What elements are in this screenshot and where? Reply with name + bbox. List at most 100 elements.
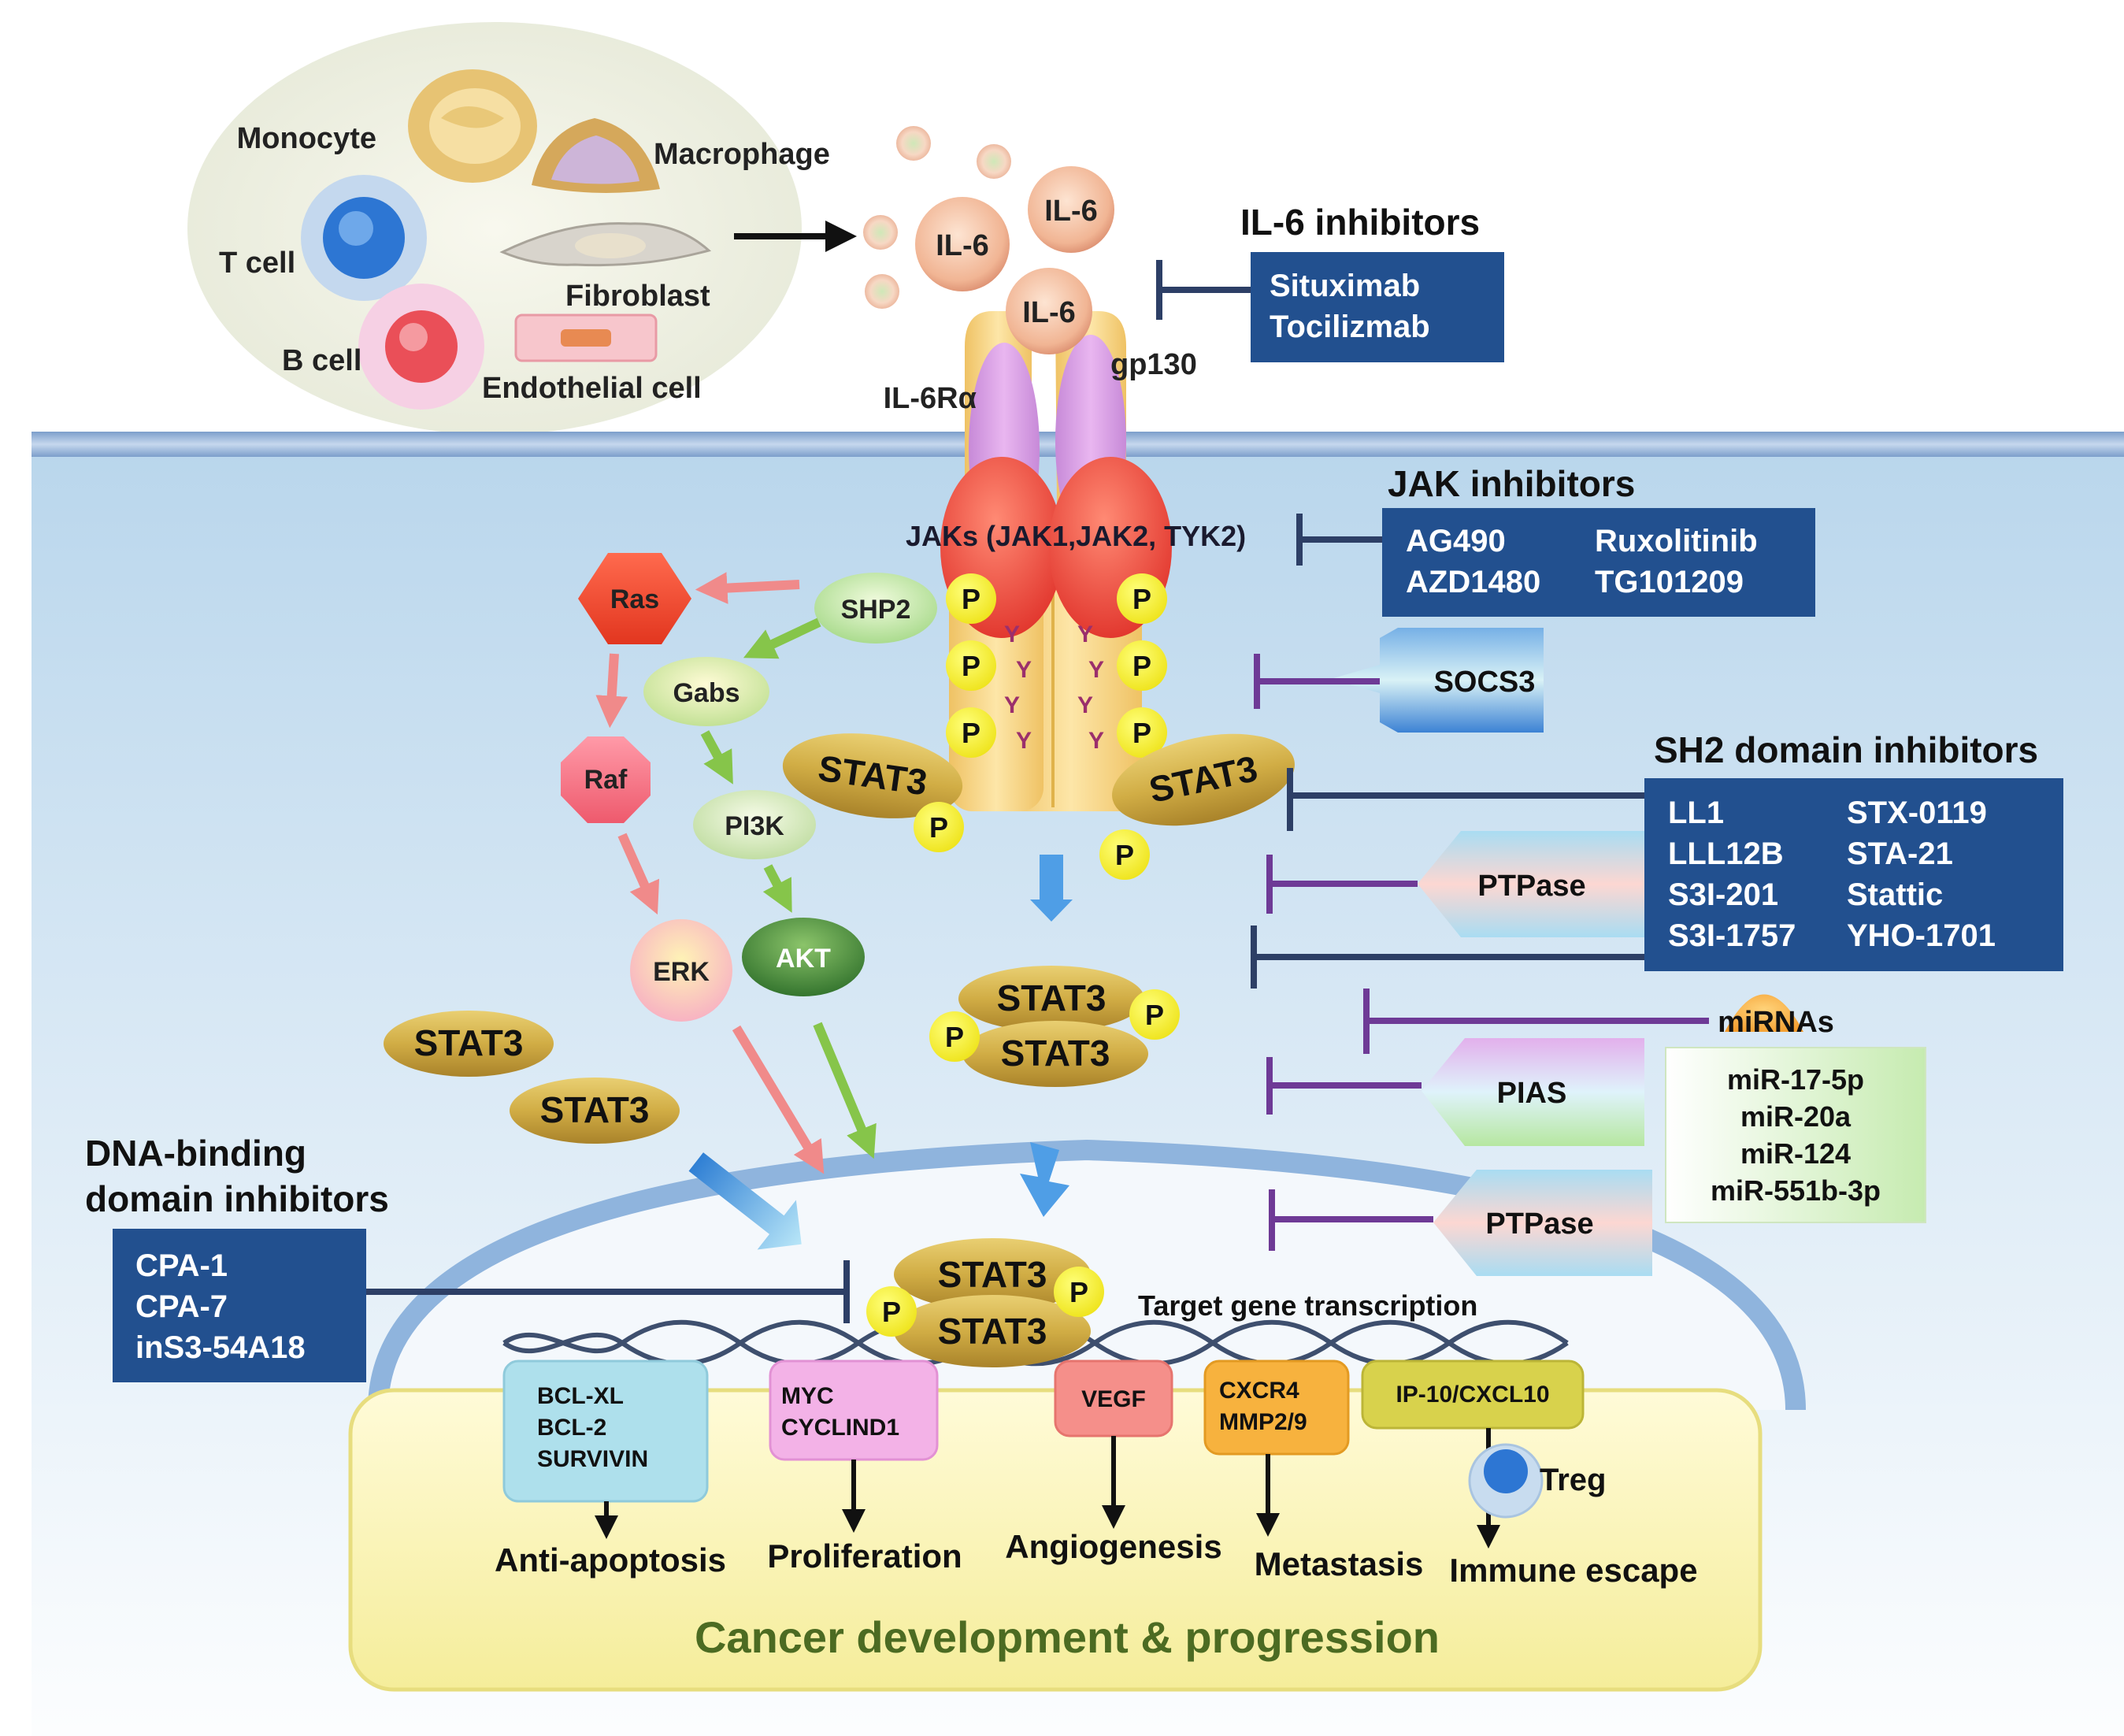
svg-text:BCL-XL: BCL-XL	[537, 1383, 624, 1409]
svg-text:P: P	[1069, 1276, 1088, 1308]
mirna-item: miR-124	[1740, 1137, 1851, 1170]
phosphate-group: P	[866, 1286, 917, 1337]
macrophage-label: Macrophage	[654, 138, 830, 171]
svg-text:IL-6: IL-6	[1044, 195, 1098, 228]
svg-text:P: P	[1132, 717, 1151, 749]
nuclear-export-arrow	[688, 1152, 802, 1250]
endothelial-cell	[514, 313, 658, 362]
stat3-docked-left: STAT3	[782, 733, 963, 818]
gene-box-metastasis: CXCR4 MMP2/9	[1203, 1359, 1350, 1456]
gp130-label: gp130	[1110, 348, 1197, 381]
dna-inhibitor-item: CPA-1	[135, 1248, 228, 1283]
treg-label: Treg	[1540, 1463, 1606, 1497]
dna-inhibition-bar	[366, 1260, 850, 1323]
raf-node: Raf	[561, 736, 651, 823]
endothelial-label: Endothelial cell	[482, 372, 702, 405]
svg-text:P: P	[962, 583, 980, 615]
phosphate-group: P	[1129, 989, 1180, 1040]
svg-text:STAT3: STAT3	[540, 1089, 650, 1130]
sh2-inhibitor-item: LLL12B	[1668, 836, 1784, 871]
svg-text:PTPase: PTPase	[1485, 1207, 1593, 1241]
svg-text:P: P	[962, 650, 980, 682]
svg-text:SURVIVIN: SURVIVIN	[537, 1446, 648, 1472]
outcome-metastasis: Metastasis	[1255, 1545, 1424, 1582]
phosphate-group: P	[1117, 573, 1167, 624]
sh2-inhibitor-item: Stattic	[1847, 877, 1943, 912]
macrophage-cell	[532, 118, 660, 193]
jak-inhibition-bar	[1296, 514, 1382, 566]
phosphate-group: P	[946, 573, 996, 624]
il6-inhibitor-item: Situximab	[1270, 269, 1420, 303]
svg-text:STAT3: STAT3	[997, 977, 1106, 1018]
mirna-item: miR-551b-3p	[1711, 1174, 1881, 1207]
dna-inhibitors-title-line1: DNA-binding	[85, 1133, 306, 1174]
svg-text:MMP2/9: MMP2/9	[1219, 1409, 1307, 1435]
monocyte-cell	[408, 69, 537, 183]
fibroblast-label: Fibroblast	[565, 280, 710, 313]
phosphate-group: P	[929, 1011, 980, 1062]
sh2-inhibitor-item: S3I-201	[1668, 877, 1778, 912]
sh2-inhibitor-item: LL1	[1668, 796, 1724, 830]
il6-small-particle	[896, 126, 931, 161]
mirnas-regulator: miRNAs	[1718, 994, 1834, 1039]
b-cell-label: B cell	[282, 344, 361, 377]
svg-text:P: P	[1145, 999, 1164, 1031]
gabs-node: Gabs	[643, 657, 769, 726]
gene-box-proliferation: MYC CYCLIND1	[769, 1359, 939, 1461]
sh2-inhibitor-item: STA-21	[1847, 836, 1953, 871]
erk-node: ERK	[630, 919, 732, 1022]
akt-node: AKT	[742, 918, 865, 996]
outcome-angiogenesis: Angiogenesis	[1005, 1528, 1221, 1565]
svg-text:Y: Y	[1004, 692, 1020, 718]
outcome-immune-escape: Immune escape	[1449, 1552, 1697, 1589]
svg-text:CYCLIND1: CYCLIND1	[781, 1415, 899, 1441]
gene-box-angiogenesis: VEGF	[1054, 1359, 1173, 1437]
svg-text:IL-6: IL-6	[936, 229, 989, 262]
jak-inhibitor-item: AZD1480	[1406, 565, 1540, 599]
il6-inhibitors-box	[1251, 252, 1504, 362]
svg-text:STAT3: STAT3	[1001, 1033, 1110, 1074]
stat3-monomer: STAT3	[384, 1011, 554, 1077]
svg-text:P: P	[882, 1296, 901, 1328]
jaks-label: JAKs (JAK1,JAK2, TYK2)	[906, 520, 1246, 552]
il6-inhibitor-item: Tocilizmab	[1270, 310, 1430, 344]
svg-text:miRNAs: miRNAs	[1718, 1006, 1834, 1039]
svg-text:STAT3: STAT3	[414, 1022, 524, 1063]
ptpase-regulator-cytoplasm: PTPase	[1418, 831, 1644, 937]
svg-text:PTPase: PTPase	[1477, 870, 1585, 903]
svg-text:SHP2: SHP2	[841, 595, 911, 625]
il6-inhibitors-title: IL-6 inhibitors	[1240, 202, 1480, 243]
il6-molecule: IL-6	[915, 197, 1010, 291]
il6-bound: IL-6	[1006, 268, 1092, 354]
treg-cell	[1468, 1443, 1544, 1519]
t-cell-label: T cell	[219, 247, 295, 280]
dna-inhibitor-item: inS3-54A18	[135, 1330, 306, 1365]
socs3-regulator: SOCS3	[1331, 628, 1544, 733]
sh2-inhibitors-box	[1644, 778, 2063, 971]
ras-node: Ras	[578, 553, 691, 644]
svg-text:AKT: AKT	[776, 944, 831, 974]
dimerization-arrow	[1030, 855, 1073, 922]
mirna-item: miR-17-5p	[1727, 1063, 1864, 1096]
monocyte-label: Monocyte	[237, 122, 376, 155]
stat3-docked-right: STAT3	[1112, 733, 1295, 826]
svg-text:P: P	[1132, 583, 1151, 615]
svg-text:PIAS: PIAS	[1497, 1077, 1567, 1110]
sh2-inhibitor-item: STX-0119	[1847, 796, 1987, 830]
phosphate-group: P	[1117, 707, 1167, 758]
phosphate-group: P	[1117, 640, 1167, 691]
il6-molecule: IL-6	[1028, 166, 1114, 253]
svg-text:IP-10/CXCL10: IP-10/CXCL10	[1396, 1382, 1549, 1408]
mirnas-inhibition-bar	[1363, 989, 1709, 1054]
svg-text:P: P	[962, 717, 980, 749]
gene-box-immune-escape: IP-10/CXCL10	[1361, 1359, 1585, 1430]
target-gene-transcription-label: Target gene transcription	[1138, 1289, 1477, 1322]
jak-inhibitors-title: JAK inhibitors	[1388, 463, 1635, 504]
dna-inhibitors-title-line2: domain inhibitors	[85, 1178, 389, 1219]
sh2-inhibitors-title: SH2 domain inhibitors	[1654, 729, 2038, 770]
svg-text:Y: Y	[1077, 692, 1093, 718]
b-cell	[358, 284, 484, 410]
svg-text:PI3K: PI3K	[725, 811, 784, 841]
il6-inhibition-bar	[1156, 260, 1251, 320]
